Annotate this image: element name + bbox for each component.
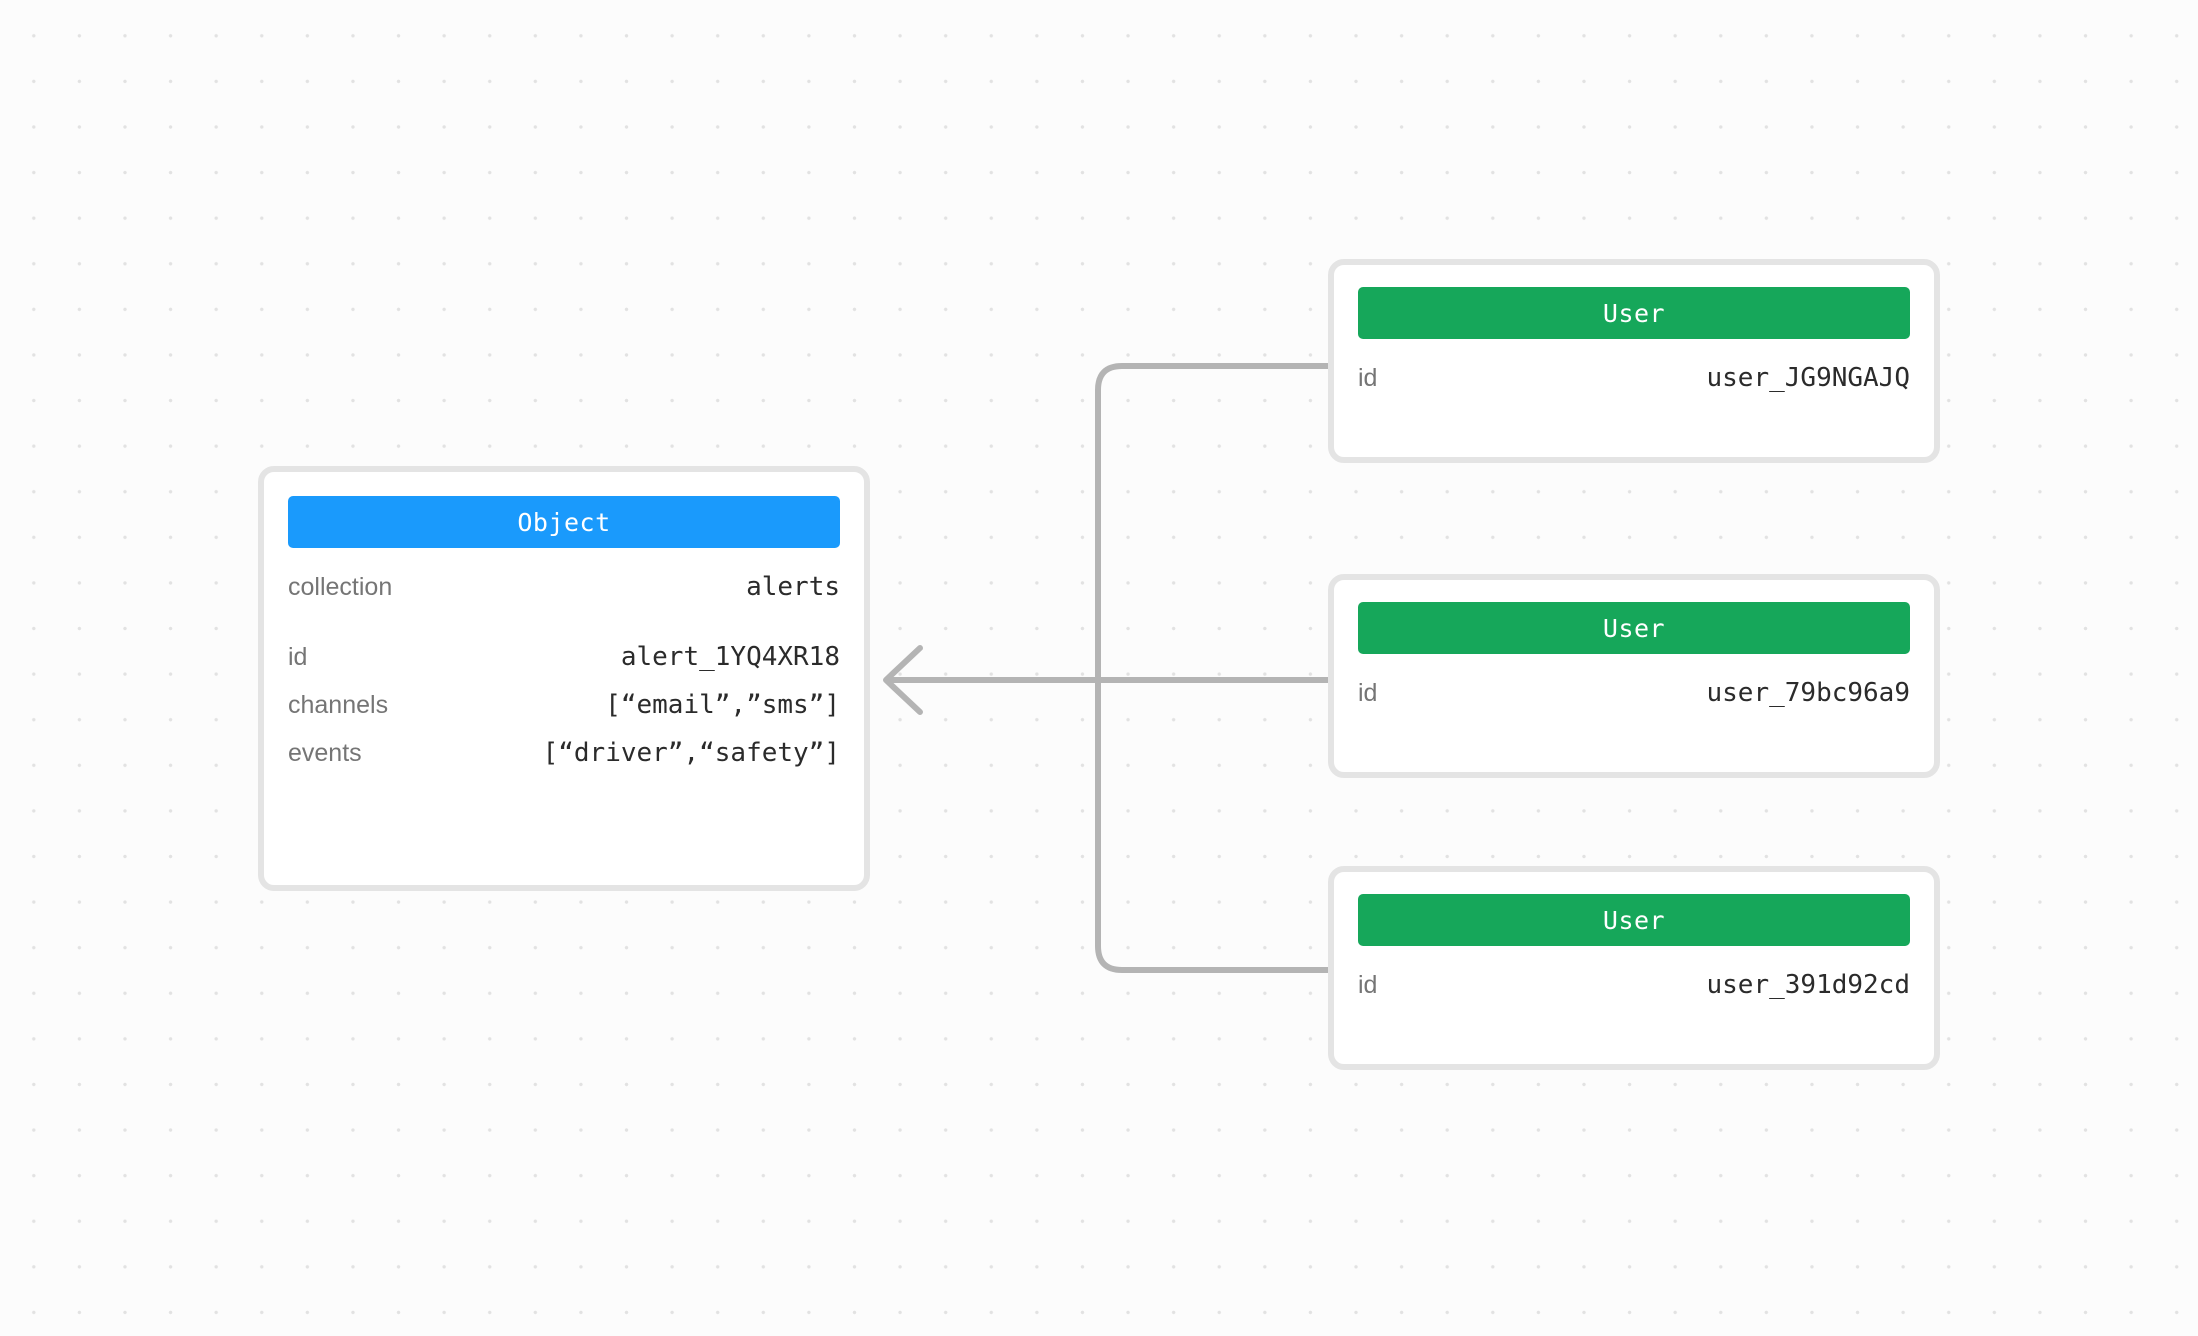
row-key-events: events bbox=[288, 739, 362, 767]
node-user-1-title: User bbox=[1602, 613, 1666, 643]
node-object[interactable]: Object collection alerts id alert_1YQ4XR… bbox=[258, 466, 870, 891]
row-key-channels: channels bbox=[288, 691, 389, 719]
row-key-id: id bbox=[1358, 364, 1378, 392]
node-user-2-title: User bbox=[1602, 905, 1666, 935]
node-user-1-header: User bbox=[1358, 602, 1910, 654]
node-user-1-rows: id user_79bc96a9 bbox=[1358, 678, 1910, 726]
node-user-0[interactable]: User id user_JG9NGAJQ bbox=[1328, 259, 1940, 463]
node-user-1[interactable]: User id user_79bc96a9 bbox=[1328, 574, 1940, 778]
row-key-id: id bbox=[1358, 679, 1378, 707]
row-value-events: [“driver”,“safety”] bbox=[542, 738, 840, 768]
node-user-2-rows: id user_391d92cd bbox=[1358, 970, 1910, 1018]
row-group-divider bbox=[288, 620, 840, 642]
edge-user-2-to-object bbox=[1095, 677, 1335, 973]
row-value-collection: alerts bbox=[746, 572, 840, 602]
row-key-id: id bbox=[1358, 971, 1378, 999]
row-events: events [“driver”,“safety”] bbox=[288, 738, 840, 786]
row-id: id user_JG9NGAJQ bbox=[1358, 363, 1910, 411]
row-id: id alert_1YQ4XR18 bbox=[288, 642, 840, 690]
row-value-id: alert_1YQ4XR18 bbox=[620, 642, 840, 672]
node-user-0-header: User bbox=[1358, 287, 1910, 339]
row-channels: channels [“email”,”sms”] bbox=[288, 690, 840, 738]
node-user-2-header: User bbox=[1358, 894, 1910, 946]
row-value-id: user_JG9NGAJQ bbox=[1706, 363, 1911, 393]
row-value-id: user_391d92cd bbox=[1706, 970, 1911, 1000]
node-object-rows: collection alerts id alert_1YQ4XR18 chan… bbox=[288, 572, 840, 786]
row-key-id: id bbox=[288, 643, 308, 671]
node-object-title: Object bbox=[517, 507, 611, 537]
row-key-collection: collection bbox=[288, 573, 393, 601]
edge-user-0-to-object bbox=[1095, 363, 1335, 683]
edge-arrowhead-icon bbox=[883, 645, 923, 715]
row-id: id user_391d92cd bbox=[1358, 970, 1910, 1018]
row-id: id user_79bc96a9 bbox=[1358, 678, 1910, 726]
node-object-header: Object bbox=[288, 496, 840, 548]
row-value-id: user_79bc96a9 bbox=[1706, 678, 1911, 708]
row-collection: collection alerts bbox=[288, 572, 840, 620]
node-user-0-rows: id user_JG9NGAJQ bbox=[1358, 363, 1910, 411]
row-value-channels: [“email”,”sms”] bbox=[605, 690, 840, 720]
node-user-0-title: User bbox=[1602, 298, 1666, 328]
node-user-2[interactable]: User id user_391d92cd bbox=[1328, 866, 1940, 1070]
